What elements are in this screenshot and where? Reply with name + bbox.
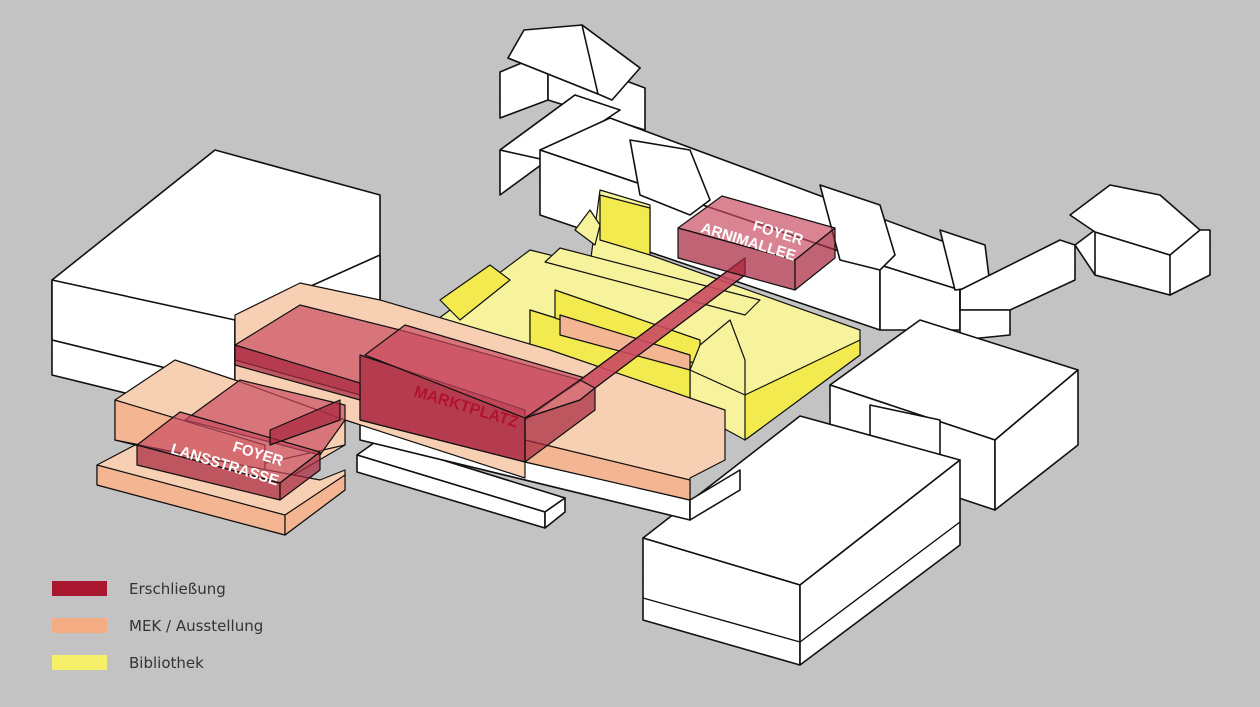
building-south-bar	[356, 439, 566, 529]
legend-swatch	[52, 581, 107, 596]
building-east-arm	[959, 184, 1211, 341]
legend: Erschließung MEK / Ausstellung Bibliothe…	[52, 570, 263, 681]
building-southeast-large	[642, 415, 961, 666]
legend-label: Bibliothek	[129, 653, 204, 672]
legend-swatch	[52, 618, 107, 633]
building-north-wing	[499, 94, 991, 331]
legend-item-erschliessung: Erschließung	[52, 570, 263, 607]
legend-item-ausstellung: MEK / Ausstellung	[52, 607, 263, 644]
legend-label: Erschließung	[129, 579, 226, 598]
legend-item-bibliothek: Bibliothek	[52, 644, 263, 681]
erschliessung-volumes	[136, 195, 836, 501]
legend-label: MEK / Ausstellung	[129, 616, 264, 635]
building-north-pavilion	[499, 24, 646, 131]
legend-swatch	[52, 655, 107, 670]
context-buildings	[51, 24, 1211, 666]
